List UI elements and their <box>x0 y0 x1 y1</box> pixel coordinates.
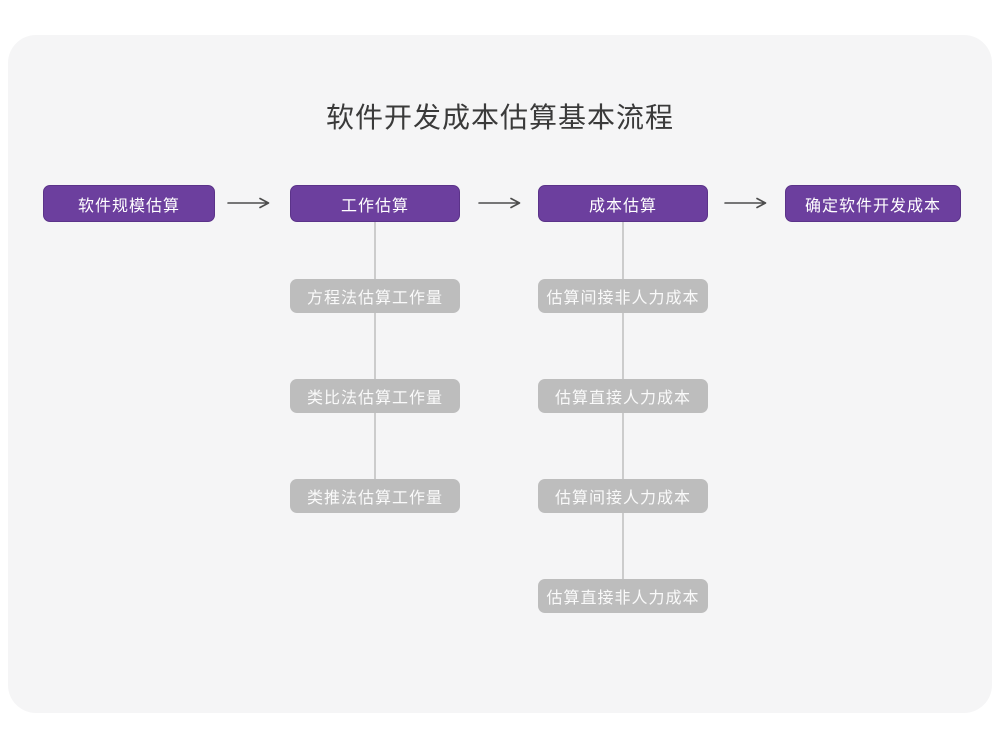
sub-box-cost-indirect-nonlabor: 估算间接非人力成本 <box>538 279 708 313</box>
canvas-panel <box>8 35 992 713</box>
sub-box-cost-direct-labor: 估算直接人力成本 <box>538 379 708 413</box>
sub-box-effort-analogy: 类比法估算工作量 <box>290 379 460 413</box>
stage-box-cost: 成本估算 <box>538 185 708 222</box>
stage-box-effort: 工作估算 <box>290 185 460 222</box>
flow-arrow-icon <box>227 197 270 209</box>
stage-box-scale: 软件规模估算 <box>43 185 215 222</box>
diagram-title: 软件开发成本估算基本流程 <box>325 102 674 133</box>
connector-line-effort <box>374 222 376 482</box>
sub-box-cost-indirect-labor: 估算间接人力成本 <box>538 479 708 513</box>
sub-box-effort-extrapolation: 类推法估算工作量 <box>290 479 460 513</box>
flow-arrow-icon <box>724 197 767 209</box>
sub-box-cost-direct-nonlabor: 估算直接非人力成本 <box>538 579 708 613</box>
sub-box-effort-equation: 方程法估算工作量 <box>290 279 460 313</box>
flow-arrow-icon <box>478 197 521 209</box>
stage-box-final: 确定软件开发成本 <box>785 185 961 222</box>
